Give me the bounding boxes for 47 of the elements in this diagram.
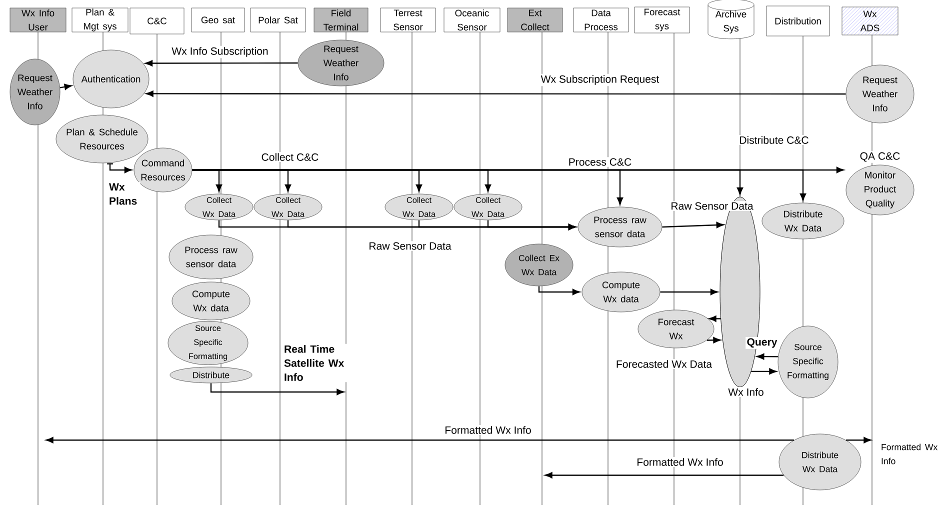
arrow xyxy=(146,90,846,97)
text-label: Formatted Wx Info xyxy=(882,444,938,464)
arrow xyxy=(708,316,721,322)
edge-label: Wx Info xyxy=(726,386,766,398)
edge-label: Real Time Satellite Wx Info xyxy=(282,344,350,382)
edge-label: Raw Sensor Data xyxy=(670,201,754,211)
edge-label: Distribute C&C xyxy=(738,134,810,146)
lifeline-header-box: C&C xyxy=(130,8,184,34)
arrow xyxy=(46,437,794,444)
lifeline-header-box: Geo sat xyxy=(191,8,245,32)
database-cylinder: Archive Sys xyxy=(708,0,754,40)
edge-label: Wx Subscription Request xyxy=(540,74,660,86)
lifeline-header-box: Distribution xyxy=(766,6,830,36)
arrow xyxy=(210,383,344,396)
arrow xyxy=(107,163,132,174)
edge-label: Forecasted Wx Data xyxy=(614,358,714,370)
arrow xyxy=(846,437,872,444)
arrow xyxy=(751,368,777,374)
arrow xyxy=(662,222,724,228)
edge-label: Wx Info Subscription xyxy=(170,46,270,58)
arrow xyxy=(756,353,778,360)
edge-label: Formatted Wx Info xyxy=(443,424,533,436)
edge-label: Collect C&C xyxy=(260,152,320,162)
lifeline-header-box: Wx ADS xyxy=(842,6,898,36)
arrow xyxy=(660,288,718,296)
lifeline-header-box: Polar Sat xyxy=(250,8,306,32)
lifeline-header-box: Ext Collect xyxy=(507,8,563,32)
lifeline-header-box: Oceanic Sensor xyxy=(444,8,500,32)
arrow xyxy=(145,60,298,66)
arrow xyxy=(538,286,580,296)
arrow xyxy=(706,337,721,344)
arrow xyxy=(192,166,844,174)
edge-label: Query xyxy=(746,337,778,349)
edge-label: Formatted Wx Info xyxy=(635,456,725,468)
edge-label: QA C&C xyxy=(858,151,902,163)
lifeline-header-box: Field Terminal xyxy=(314,8,368,32)
edge-label: Process C&C xyxy=(567,157,633,167)
arrow xyxy=(544,472,784,478)
lifeline-header-box: Terrest Sensor xyxy=(380,8,436,32)
arrow xyxy=(487,220,576,230)
arrow xyxy=(60,84,72,90)
edge-label: Raw Sensor Data xyxy=(368,241,452,251)
lifeline-header-box: Forecast sys xyxy=(634,6,690,34)
lifeline-header-box: Data Process xyxy=(573,8,629,32)
lifeline-header-box: Wx Info User xyxy=(10,8,66,32)
plan-label: Wx Plans xyxy=(108,182,140,206)
lifeline-header-box: Plan & Mgt sys xyxy=(72,8,128,32)
